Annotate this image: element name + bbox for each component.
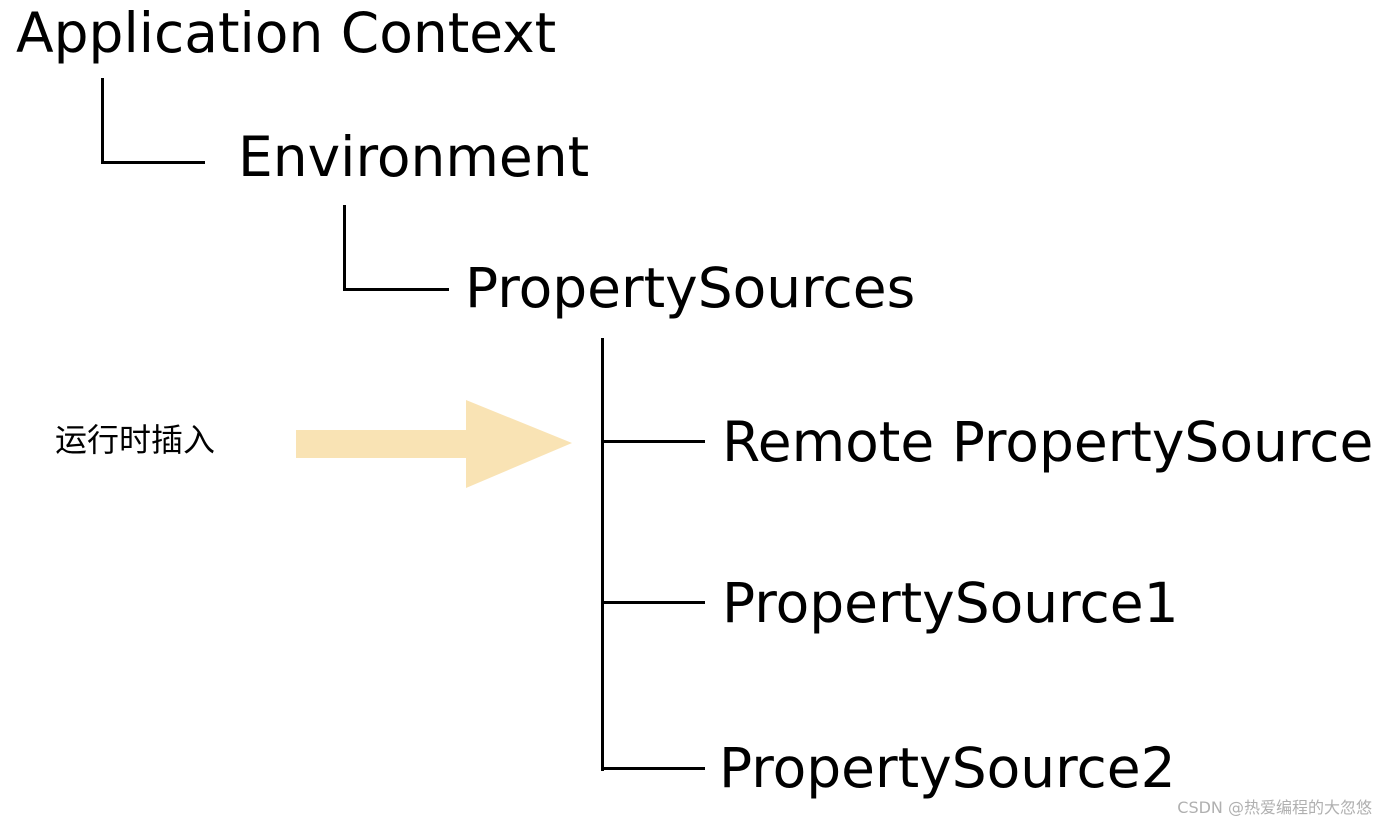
connector-environment-horizontal (343, 288, 449, 291)
node-application-context: Application Context (16, 1, 557, 65)
connector-root-vertical (101, 78, 104, 164)
node-property-source-2: PropertySource2 (719, 736, 1176, 800)
node-property-source-1: PropertySource1 (722, 571, 1179, 635)
connector-child-2 (601, 767, 705, 770)
connector-environment-vertical (343, 205, 346, 291)
connector-children-trunk (601, 338, 604, 771)
watermark: CSDN @热爱编程的大忽悠 (1177, 798, 1372, 817)
insert-arrow-icon (296, 400, 572, 488)
connector-root-horizontal (101, 161, 205, 164)
connector-child-remote (601, 440, 705, 443)
runtime-insert-label: 运行时插入 (55, 421, 216, 459)
node-environment: Environment (238, 125, 590, 189)
connector-child-1 (601, 601, 705, 604)
node-property-sources: PropertySources (465, 256, 916, 320)
node-remote-property-source: Remote PropertySource (722, 410, 1374, 474)
